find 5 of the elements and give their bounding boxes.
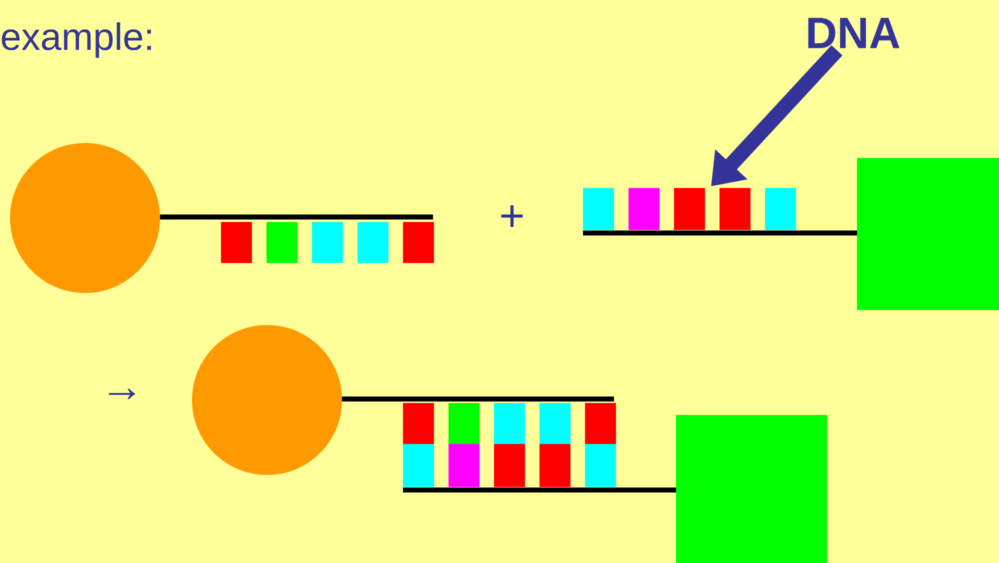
base-strand xyxy=(583,188,796,230)
heading: example: xyxy=(2,22,151,58)
reaction-arrow: → xyxy=(109,388,135,400)
plus-sign: + xyxy=(501,205,523,227)
dna-label: DNA xyxy=(808,18,900,48)
